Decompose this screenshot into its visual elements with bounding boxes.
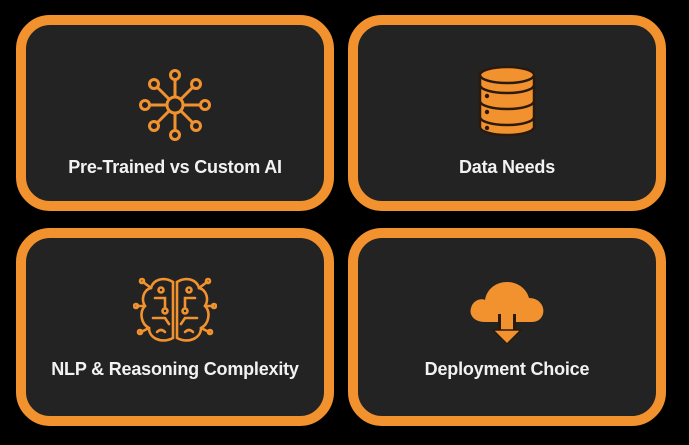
- circuit-brain-icon: [133, 277, 217, 342]
- card-label: Deployment Choice: [424, 359, 590, 379]
- card-label: Pre-Trained vs Custom AI: [68, 157, 282, 177]
- cloud-download-icon: [470, 282, 544, 346]
- card-label: NLP & Reasoning Complexity: [51, 359, 299, 379]
- card-deployment-choice: Deployment Choice: [348, 228, 666, 426]
- database-icon: [478, 65, 536, 137]
- card-pretrained-vs-custom-ai: Pre-Trained vs Custom AI: [16, 15, 334, 211]
- card-data-needs: Data Needs: [348, 15, 666, 211]
- card-nlp-reasoning-complexity: NLP & Reasoning Complexity: [16, 228, 334, 426]
- network-hub-icon: [139, 69, 211, 141]
- card-label: Data Needs: [458, 157, 556, 177]
